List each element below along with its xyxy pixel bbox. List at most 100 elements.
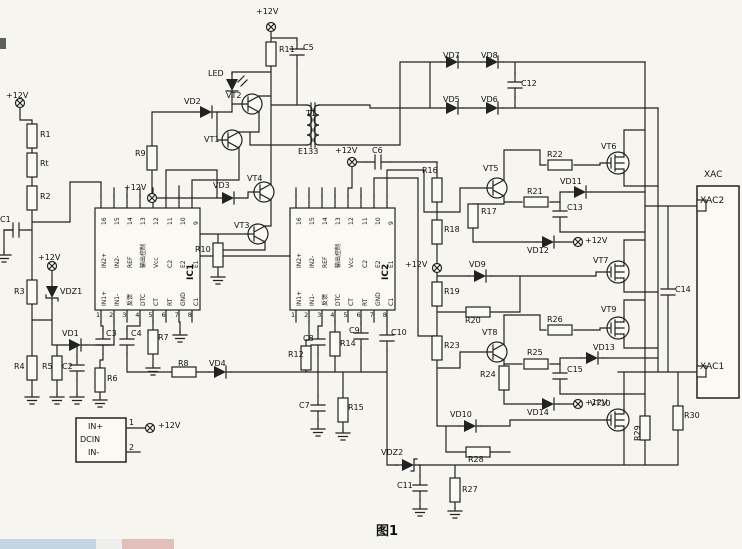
label-r4: R4 [14, 362, 25, 371]
label-vd1: VD1 [62, 329, 79, 338]
ic-pin-label: Vcc [348, 257, 356, 268]
ic-pin-label: 10 [179, 217, 187, 225]
label-pwr-mid3: +12V [405, 260, 428, 269]
label-xac: XAC [704, 170, 723, 180]
ic-pin-label: 6 [356, 311, 361, 319]
ic-pin-label: 8 [187, 311, 192, 319]
label-r22: R22 [547, 150, 563, 159]
ic-pin-label: CT [348, 298, 356, 306]
label-pwr-mid1: +12V [124, 183, 147, 192]
label-c5: C5 [303, 43, 314, 52]
label-vd13: VD13 [593, 343, 615, 352]
label-vt4: VT4 [247, 174, 263, 183]
label-r10: R10 [195, 245, 211, 254]
ic-pin-label: 10 [374, 217, 382, 225]
label-vd9: VD9 [469, 260, 486, 269]
ic-pin-label: CT [153, 298, 161, 306]
label-r9: R9 [135, 149, 146, 158]
label-r14: R14 [340, 339, 356, 348]
ic-pin-label: 13 [140, 217, 148, 225]
label-pwr-mid2: +12V [335, 146, 358, 155]
wires-top-region [113, 30, 659, 337]
ic-pin-label: 5 [343, 311, 348, 319]
label-ic1: IC1 [186, 263, 196, 280]
label-r15: R15 [348, 403, 364, 412]
label-pwr-dcin: +12V [158, 421, 181, 430]
label-r17: R17 [481, 207, 497, 216]
label-vt3: VT3 [234, 221, 250, 230]
ic-pin-label: IN2- [114, 255, 122, 268]
label-vd7: VD7 [443, 51, 460, 60]
watermark-strip-blue [0, 539, 96, 549]
label-ic2: IC2 [381, 263, 391, 280]
figure-caption: 图1 [376, 524, 399, 539]
label-pwr-right1: +12V [585, 236, 608, 245]
xac2-terminal [696, 199, 707, 212]
label-r20: R20 [465, 316, 481, 325]
label-c3: C3 [106, 329, 117, 338]
ic-pin-label: DTC [335, 293, 343, 306]
label-vd2: VD2 [184, 97, 201, 106]
label-vt1: VT1 [204, 135, 220, 144]
label-c6: C6 [372, 146, 383, 155]
label-vt10: VT10 [590, 399, 611, 408]
ic-pin-label: 4 [330, 311, 335, 319]
label-c14: C14 [675, 285, 691, 294]
ic-pin-label: 2 [109, 311, 114, 319]
ic-pin-label: 11 [166, 217, 174, 225]
ic-pin-label: 11 [361, 217, 369, 225]
ic-pin-label: IN1- [114, 293, 122, 306]
label-c15: C15 [567, 365, 583, 374]
label-r18: R18 [444, 225, 460, 234]
label-r23: R23 [444, 341, 460, 350]
label-r29: R29 [633, 425, 642, 441]
label-dcin-pin1: 1 [129, 418, 135, 427]
ic-pin-label: 8 [382, 311, 387, 319]
label-vt5: VT5 [483, 164, 499, 173]
label-led: LED [208, 69, 224, 78]
label-r28: R28 [468, 455, 484, 464]
label-dcin-pin2: 2 [129, 443, 135, 452]
ic-pin-label: 7 [174, 311, 179, 319]
label-r6: R6 [107, 374, 118, 383]
ic-pin-label: 3 [317, 311, 322, 319]
label-vt7: VT7 [593, 256, 609, 265]
ic-pin-label: 9 [387, 221, 395, 225]
label-pwr-right2: +12V [585, 398, 608, 407]
ic-pin-label: IN2+ [101, 252, 108, 268]
xac-connector-body [696, 185, 740, 399]
ic-pin-label: 输出控制 [335, 243, 343, 268]
dcin-connector-body [75, 417, 127, 463]
label-pwr-top: +12V [256, 7, 279, 16]
ic-pin-label: 16 [101, 217, 108, 225]
scan-artifact-mark [0, 38, 6, 49]
ic-pin-label: 2 [304, 311, 309, 319]
label-r11: R11 [279, 45, 295, 54]
label-r27: R27 [462, 485, 478, 494]
ic-pin-stubs [100, 195, 388, 323]
ic-pin-label: REF [127, 256, 135, 268]
ic-pin-label: 12 [348, 217, 356, 225]
label-vt8: VT8 [482, 328, 498, 337]
ic-pin-label: Vcc [153, 257, 161, 268]
label-vd3: VD3 [213, 181, 230, 190]
label-r5: R5 [42, 362, 53, 371]
label-c1: C1 [0, 215, 11, 224]
label-vt2: VT2 [226, 91, 242, 100]
label-c11: C11 [397, 481, 413, 490]
label-vt6: VT6 [601, 142, 617, 151]
ic-pin-label: 1 [291, 311, 296, 319]
label-xac1: XAC1 [700, 362, 725, 372]
ic-pin-label: IN1+ [296, 290, 303, 306]
ic-pin-label: GND [374, 292, 382, 306]
label-e133: E133 [298, 147, 319, 156]
ic-pin-label: 5 [148, 311, 153, 319]
label-c12: C12 [521, 79, 537, 88]
ic-pin-label: 7 [369, 311, 374, 319]
ic-pin-label: 输出控制 [140, 243, 148, 268]
label-r7: R7 [158, 333, 169, 342]
label-r12: R12 [288, 350, 304, 359]
label-c8: C8 [303, 334, 314, 343]
label-dcin-title: DCIN [80, 435, 101, 444]
